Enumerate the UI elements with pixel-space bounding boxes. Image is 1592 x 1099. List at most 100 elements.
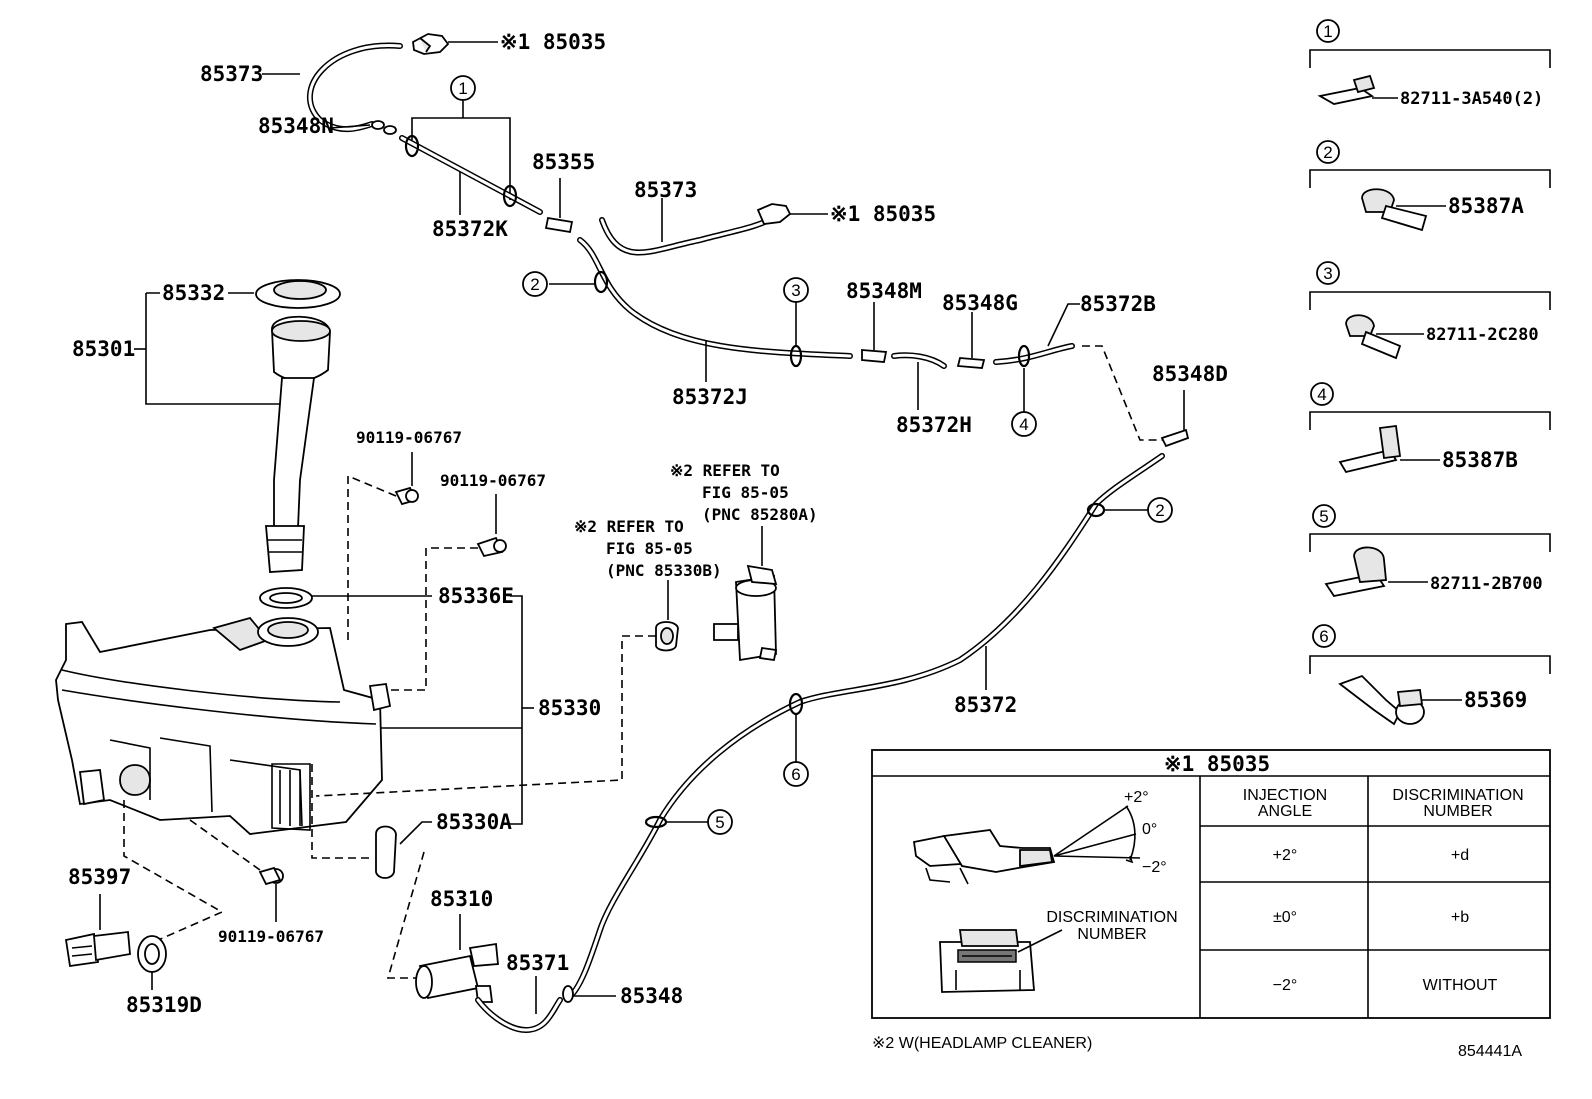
clip-85369: [1338, 674, 1425, 726]
label-ref2-c: (PNC 85330B): [606, 561, 722, 580]
label-85336E: 85336E: [438, 584, 514, 608]
grommet-85330A: [375, 825, 397, 879]
washer-tank-85330: [55, 616, 392, 835]
label-ref1-c: (PNC 85280A): [702, 505, 818, 524]
label-ref1-b: FIG 85-05: [702, 483, 789, 502]
joint-85348: [562, 985, 574, 1003]
label-85330A: 85330A: [436, 810, 512, 834]
label-85301: 85301: [72, 337, 135, 361]
joint-85348M: [861, 302, 888, 363]
col-angle: ANGLE: [1258, 803, 1312, 820]
svg-text:2: 2: [1323, 143, 1332, 162]
label-85372K: 85372K: [432, 217, 508, 241]
bracket-85330: [510, 595, 523, 825]
callout-circle-1: [450, 75, 476, 101]
label-85348N: 85348N: [258, 114, 334, 138]
legend-part-4: 85387B: [1442, 448, 1518, 472]
clip-85387B: [1338, 424, 1402, 474]
gasket-85319D: [137, 935, 167, 973]
callout-circle-2b: [1147, 497, 1173, 523]
label-85035-mid: ※1 85035: [830, 202, 936, 226]
washer-pump-ref1: [713, 564, 778, 662]
clip-82711-2C280: [1345, 314, 1402, 360]
label-85373-a: 85373: [200, 62, 263, 86]
level-sensor-85397: [64, 930, 131, 968]
label-85373-b: 85373: [634, 178, 697, 202]
label-90119-b: 90119-06767: [440, 471, 546, 490]
label-85372H: 85372H: [896, 413, 972, 437]
mid-nozzle-85035: [756, 203, 828, 225]
nozzle-angle-drawing: [912, 805, 1141, 885]
col-injection: INJECTION: [1243, 787, 1327, 804]
callout-circle-4: [1011, 411, 1037, 437]
label-85355: 85355: [532, 150, 595, 174]
callout-circle-6: [783, 761, 809, 787]
grommet-ref2: [655, 621, 679, 652]
row1-angle: +2°: [1273, 847, 1298, 864]
angle-plus: +2°: [1124, 789, 1149, 806]
label-85310: 85310: [430, 887, 493, 911]
legend-part-3: 82711-2C280: [1426, 325, 1539, 345]
svg-text:6: 6: [1319, 627, 1328, 646]
angle-minus: −2°: [1142, 859, 1167, 876]
label-85348G: 85348G: [942, 291, 1018, 315]
hose-85372J: [577, 237, 853, 359]
label-90119-c: 90119-06767: [218, 927, 324, 946]
row2-angle: ±0°: [1273, 909, 1297, 926]
svg-text:4: 4: [1019, 415, 1028, 434]
table-title: ※1 85035: [1164, 752, 1270, 776]
hose-85373-middle: [599, 217, 771, 256]
washer-pump-85310: [415, 942, 499, 1003]
bolt-90119-a: [394, 452, 419, 506]
callout-circle-5: [707, 809, 733, 835]
label-ref2-a: ※2 REFER TO: [574, 517, 684, 536]
svg-text:5: 5: [1319, 507, 1328, 526]
col-number: NUMBER: [1423, 803, 1492, 820]
nozzle-spec-table: ※1 85035 INJECTION ANGLE DISCRIMINATION …: [871, 749, 1551, 1019]
svg-text:2: 2: [530, 275, 539, 294]
filler-gasket-85336E: [259, 587, 313, 609]
label-ref2-b: FIG 85-05: [606, 539, 693, 558]
bracket-85301: [145, 292, 284, 405]
row3-angle: −2°: [1273, 977, 1298, 994]
legend-part-5: 82711-2B700: [1430, 574, 1543, 594]
figure-id: 854441A: [1458, 1043, 1522, 1060]
angle-zero: 0°: [1142, 821, 1157, 838]
label-85348: 85348: [620, 984, 683, 1008]
joint-85348G: [956, 312, 986, 369]
row2-number: +b: [1451, 909, 1469, 926]
legend-part-1: 82711-3A540(2): [1400, 89, 1543, 109]
bolt-90119-c: [258, 866, 284, 922]
label-85348M: 85348M: [846, 279, 922, 303]
connector-drawing: [939, 929, 1035, 993]
footnote: ※2 W(HEADLAMP CLEANER): [872, 1035, 1092, 1052]
svg-text:3: 3: [791, 281, 800, 300]
joint-85348N: [329, 120, 397, 135]
label-85348D: 85348D: [1152, 362, 1228, 386]
clip-82711-3A540: [1317, 74, 1376, 105]
label-85319D: 85319D: [126, 993, 202, 1017]
filler-cap-85332: [255, 279, 341, 309]
bolt-90119-b: [476, 494, 507, 558]
svg-text:3: 3: [1323, 264, 1332, 283]
label-85372J: 85372J: [672, 385, 748, 409]
label-85397: 85397: [68, 865, 131, 889]
label-85372: 85372: [954, 693, 1017, 717]
col-discrimination: DISCRIMINATION: [1392, 787, 1523, 804]
filler-neck-85301: [265, 315, 331, 573]
callout-circle-3: [783, 277, 809, 303]
legend-part-6: 85369: [1464, 688, 1527, 712]
disc-label-a: DISCRIMINATION: [1046, 909, 1177, 926]
label-ref1-a: ※2 REFER TO: [670, 461, 780, 480]
svg-text:2: 2: [1155, 501, 1164, 520]
label-85035-top: ※1 85035: [500, 30, 606, 54]
tjoint-85355: [544, 178, 574, 234]
legend-part-2: 85387A: [1448, 194, 1524, 218]
label-85330: 85330: [538, 696, 601, 720]
svg-text:1: 1: [1323, 22, 1332, 41]
legend-panel: 1 82711-3A540(2) 2 85387A 3 82711-2C280 …: [1309, 19, 1551, 726]
clip-82711-2B700: [1324, 546, 1387, 598]
label-85332: 85332: [162, 281, 225, 305]
top-nozzle-85035: [412, 33, 498, 55]
